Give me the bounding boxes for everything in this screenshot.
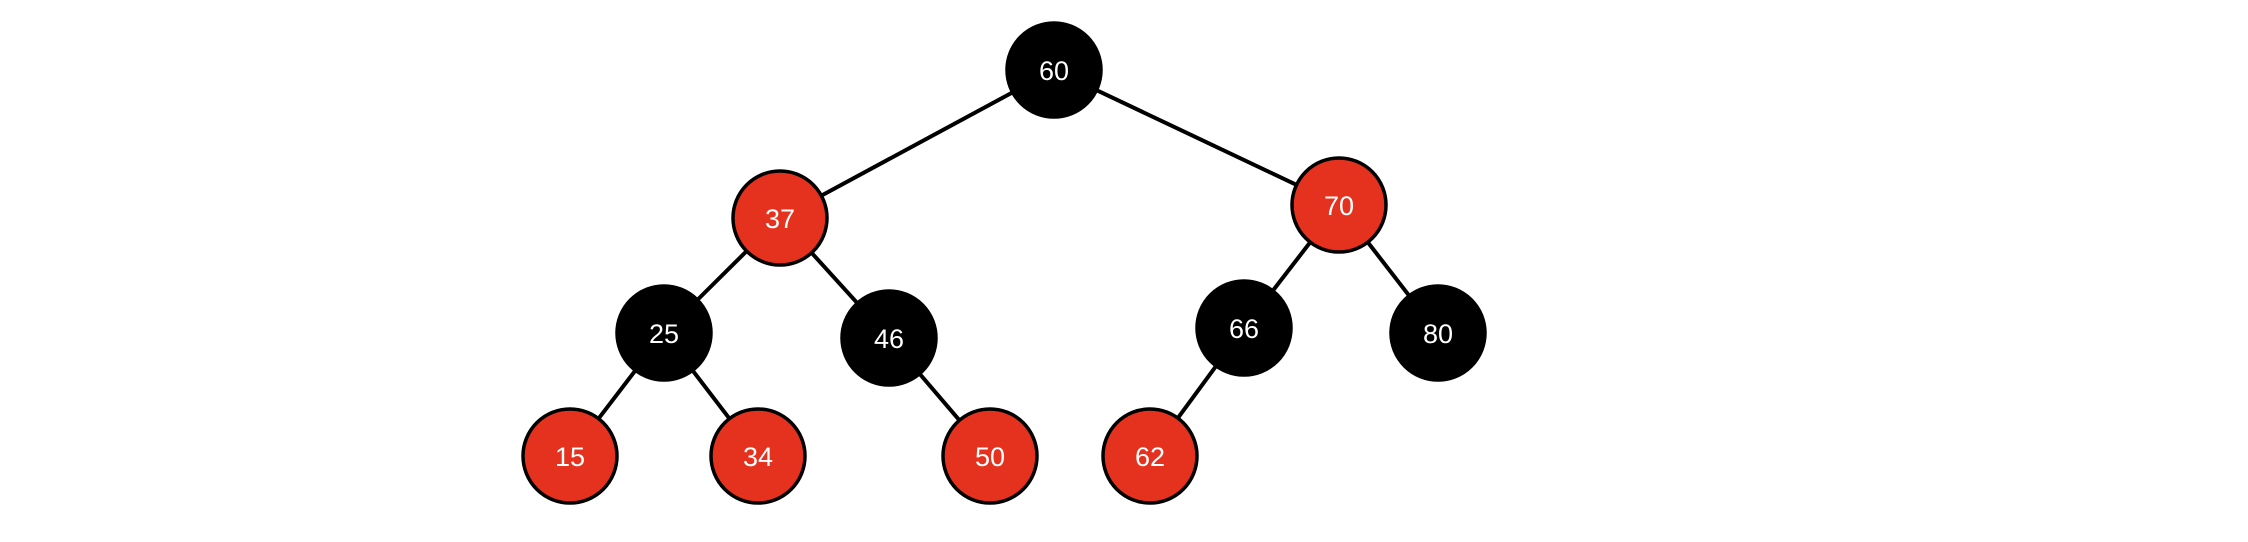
tree-edge-66-62: [1175, 363, 1219, 421]
node-circle-60[interactable]: [1005, 21, 1103, 119]
node-circle-37[interactable]: [731, 169, 829, 267]
tree-node-66[interactable]: 66: [1195, 279, 1293, 377]
node-circle-66[interactable]: [1195, 279, 1293, 377]
tree-node-62[interactable]: 62: [1101, 407, 1199, 505]
tree-edge-60-70: [1094, 87, 1299, 188]
edge-layer: [596, 87, 1412, 423]
tree-edge-70-66: [1270, 240, 1313, 293]
tree-edge-37-25: [695, 248, 749, 303]
tree-edge-25-15: [596, 368, 638, 421]
tree-node-15[interactable]: 15: [521, 407, 619, 505]
tree-node-34[interactable]: 34: [709, 407, 807, 505]
tree-node-37[interactable]: 37: [731, 169, 829, 267]
node-circle-80[interactable]: [1389, 284, 1487, 382]
tree-node-46[interactable]: 46: [840, 289, 938, 387]
tree-edge-37-46: [809, 250, 860, 306]
tree-edge-46-50: [917, 371, 962, 423]
node-circle-15[interactable]: [521, 407, 619, 505]
node-circle-50[interactable]: [941, 407, 1039, 505]
node-circle-34[interactable]: [709, 407, 807, 505]
node-circle-62[interactable]: [1101, 407, 1199, 505]
tree-edge-60-37: [819, 90, 1015, 198]
tree-node-60[interactable]: 60: [1005, 21, 1103, 119]
tree-node-80[interactable]: 80: [1389, 284, 1487, 382]
node-circle-25[interactable]: [615, 284, 713, 382]
tree-edge-70-80: [1365, 240, 1412, 298]
tree-node-70[interactable]: 70: [1290, 156, 1388, 254]
tree-node-25[interactable]: 25: [615, 284, 713, 382]
tree-node-50[interactable]: 50: [941, 407, 1039, 505]
node-circle-46[interactable]: [840, 289, 938, 387]
tree-edge-25-34: [690, 368, 732, 421]
node-circle-70[interactable]: [1290, 156, 1388, 254]
